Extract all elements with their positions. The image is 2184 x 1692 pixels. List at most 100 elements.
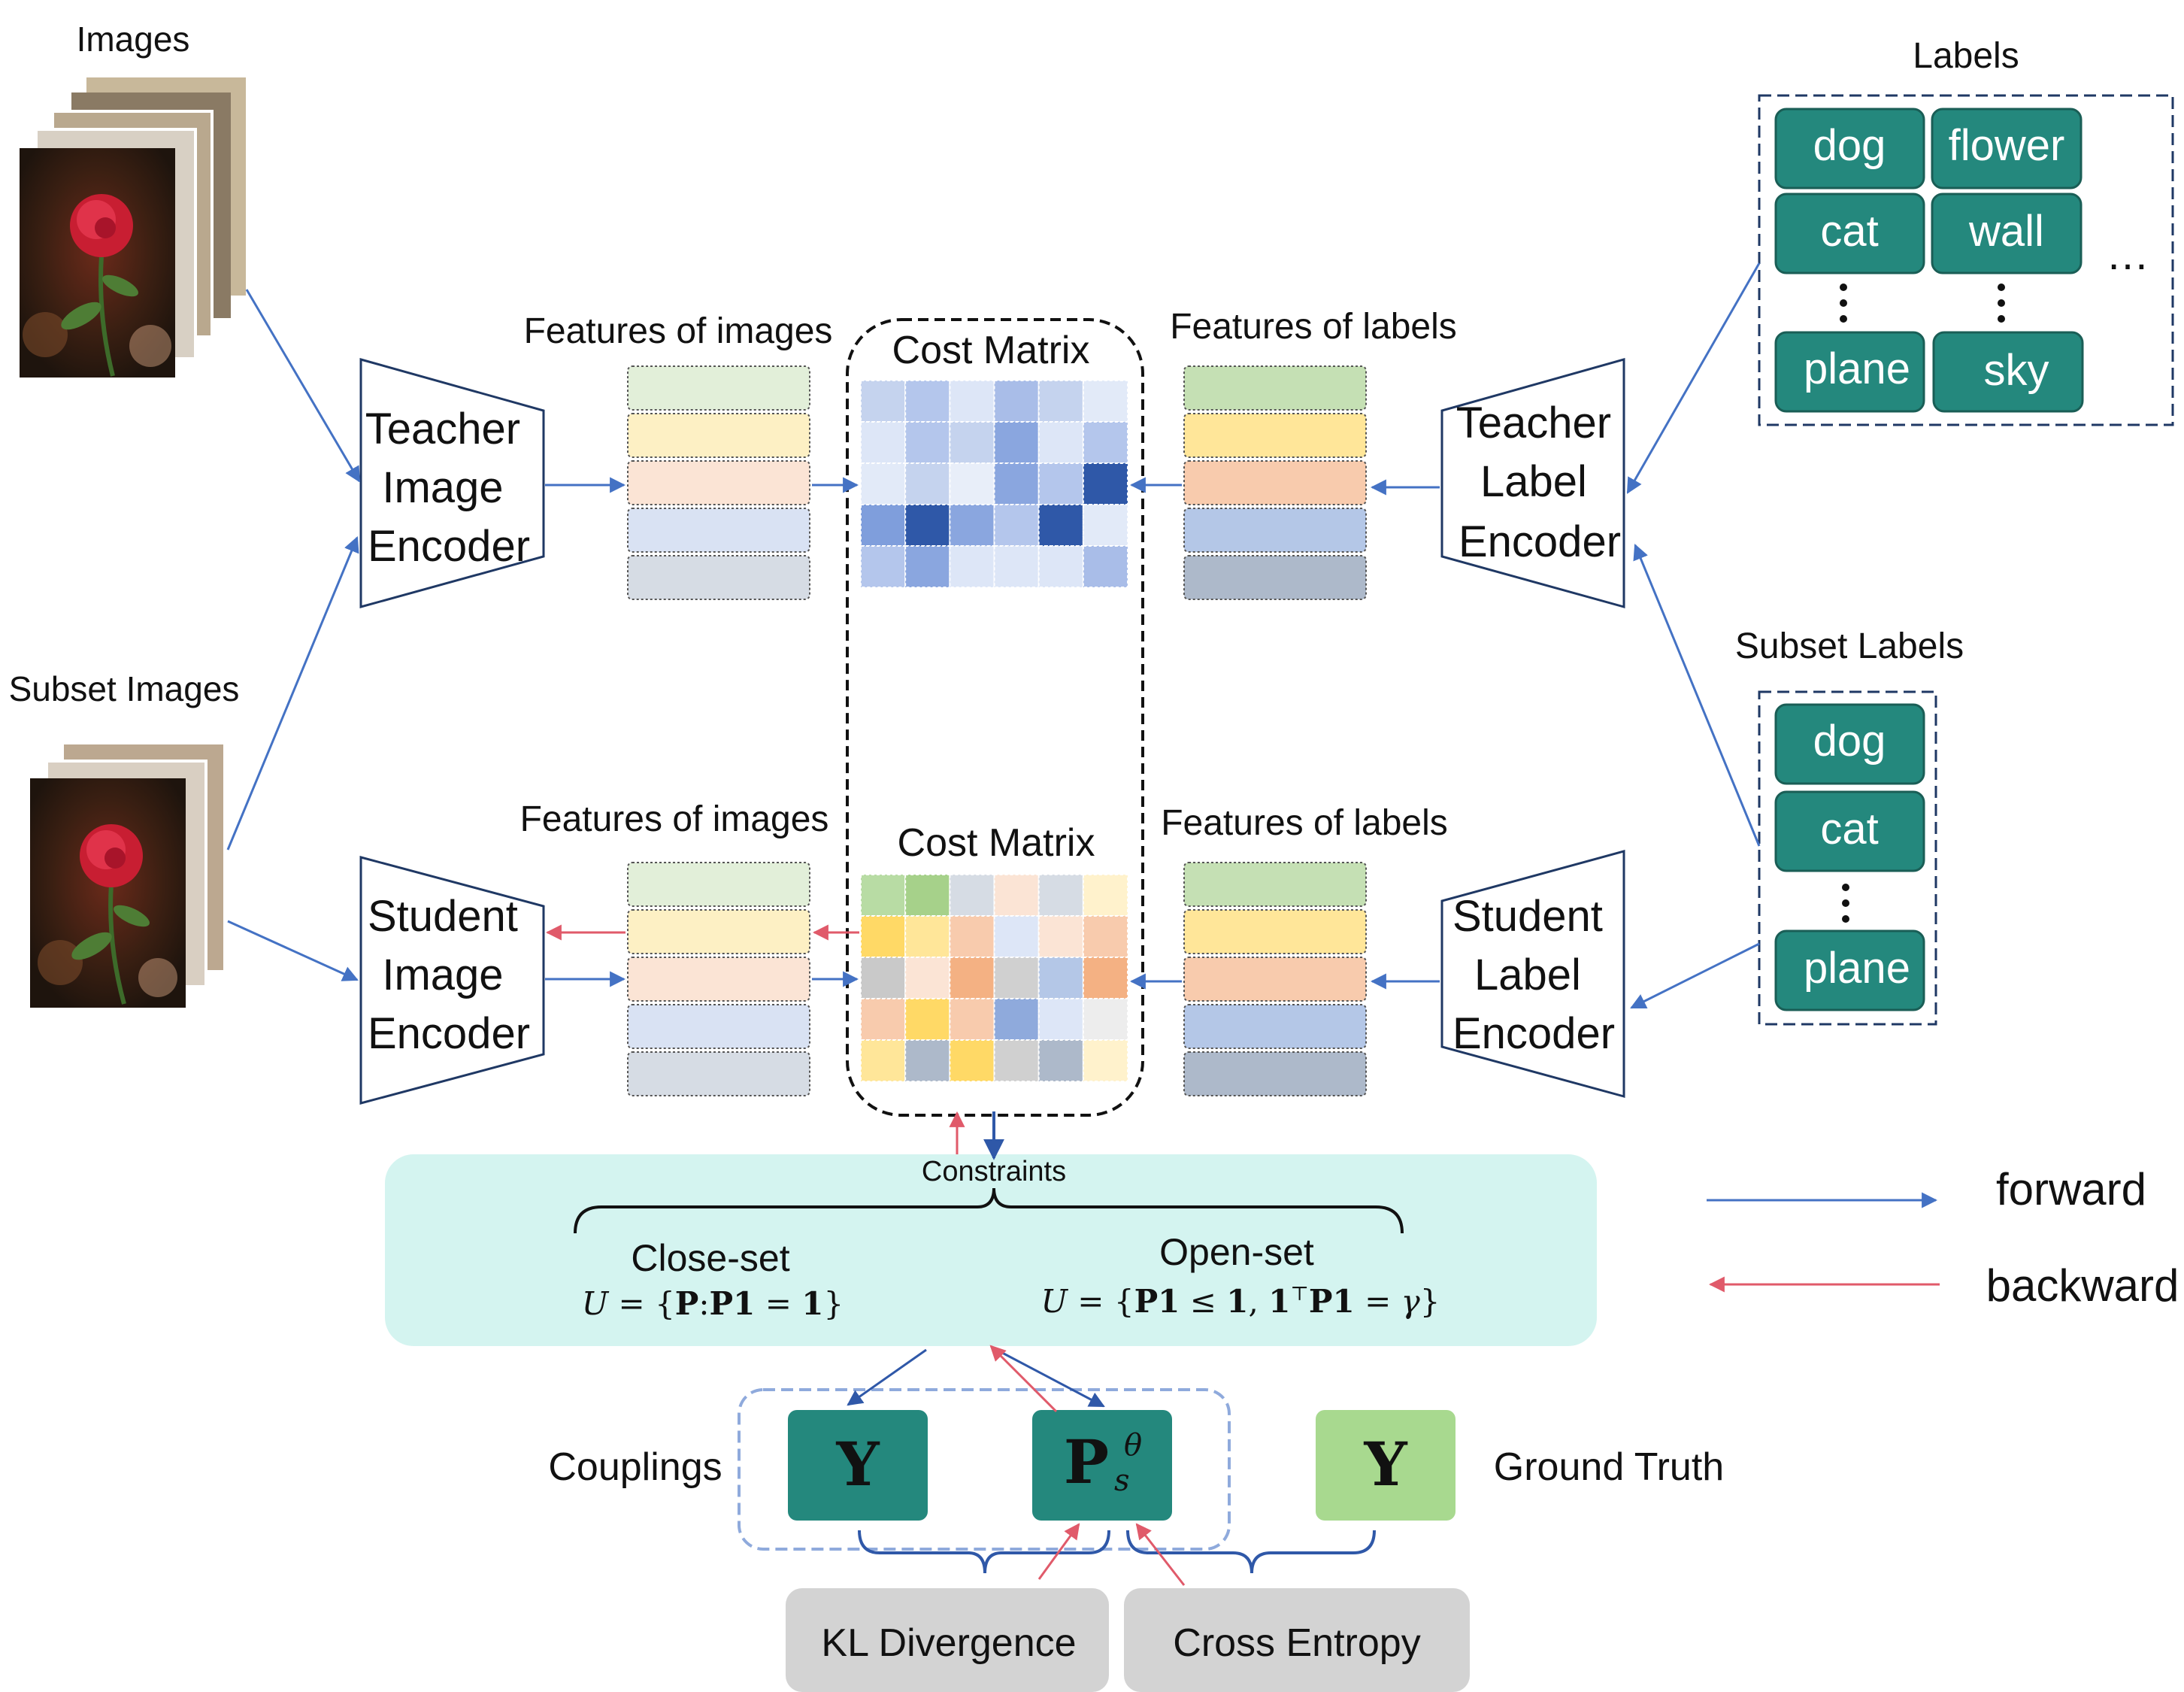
cost-matrix-cell bbox=[949, 998, 995, 1041]
svg-text:Cross Entropy: Cross Entropy bbox=[1173, 1621, 1420, 1665]
student-image-encoder: Student Image Encoder bbox=[359, 856, 545, 1105]
feature-vector bbox=[1183, 460, 1367, 505]
cost-matrix-cell bbox=[1082, 1039, 1129, 1082]
svg-text:s: s bbox=[1114, 1463, 1130, 1498]
svg-text:sky: sky bbox=[1984, 346, 2049, 395]
svg-text:KL Divergence: KL Divergence bbox=[821, 1621, 1076, 1665]
cost-matrix-cell bbox=[993, 957, 1040, 999]
cost-matrix-cell bbox=[993, 421, 1040, 464]
forward-arrows bbox=[226, 262, 1761, 1009]
cost-matrix-top bbox=[860, 380, 1129, 588]
loss-backward-arrows bbox=[1037, 1523, 1186, 1586]
svg-text:Teacher Label Enco: Teacher Label Encoder bbox=[1456, 399, 1623, 566]
feature-vector bbox=[627, 909, 810, 954]
images-stack bbox=[20, 77, 246, 378]
open-set-formula: U = {P1 ≤ 1, 1⊤P1 = γ} bbox=[1041, 1283, 1440, 1320]
cost-matrix-cell bbox=[860, 380, 907, 423]
feature-vector bbox=[1183, 555, 1367, 600]
svg-text:θ: θ bbox=[1124, 1428, 1142, 1463]
svg-text:P: P bbox=[1064, 1427, 1109, 1497]
cost-matrix-cell bbox=[860, 1039, 907, 1082]
cost-matrix-cell bbox=[949, 1039, 995, 1082]
labels-box bbox=[1758, 94, 2174, 426]
cost-matrix-cell bbox=[949, 545, 995, 588]
svg-text:plane: plane bbox=[1804, 344, 1910, 393]
cost-matrix-cell bbox=[993, 915, 1040, 958]
cost-matrix-cell bbox=[1037, 504, 1084, 547]
svg-text:Y: Y bbox=[1363, 1429, 1407, 1499]
cost-matrix-cell bbox=[904, 998, 951, 1041]
images-caption: Images bbox=[77, 20, 190, 59]
label-dog: dog bbox=[1774, 108, 1925, 190]
couplings-box bbox=[738, 1388, 1231, 1551]
cost-matrix-cell bbox=[904, 957, 951, 999]
label-wall: wall bbox=[1931, 193, 2083, 274]
rose-photo bbox=[20, 148, 175, 378]
coupling-p-box: P θ s bbox=[1032, 1410, 1172, 1521]
cost-matrix-cell bbox=[1082, 462, 1129, 505]
feature-vector bbox=[1183, 413, 1367, 458]
cost-matrix-cell bbox=[904, 462, 951, 505]
cost-matrix-cell bbox=[949, 915, 995, 958]
cost-matrix-cell bbox=[1037, 462, 1084, 505]
couplings-label: Couplings bbox=[548, 1445, 722, 1489]
feature-vector bbox=[1183, 508, 1367, 553]
features-of-labels-bottom-caption: Features of labels bbox=[1161, 803, 1448, 843]
svg-text:flower: flower bbox=[1949, 121, 2065, 170]
close-set-label: Close-set bbox=[631, 1237, 789, 1279]
coupling-y-box: Y bbox=[788, 1410, 928, 1521]
svg-text:cat: cat bbox=[1820, 207, 1878, 256]
vertical-ellipsis bbox=[1840, 284, 2005, 323]
teacher-label-encoder: Teacher Label Encoder bbox=[1440, 358, 1625, 608]
subset-labels-caption: Subset Labels bbox=[1735, 626, 1964, 666]
cost-matrix-cell bbox=[1037, 874, 1084, 917]
features-of-labels-bottom bbox=[1183, 862, 1367, 1096]
features-of-images-top-caption: Features of images bbox=[524, 311, 833, 351]
cost-matrix-cell bbox=[1037, 421, 1084, 464]
cost-matrix-cell bbox=[1082, 421, 1129, 464]
cost-matrix-cell bbox=[993, 504, 1040, 547]
cost-matrix-cell bbox=[949, 380, 995, 423]
open-set-label: Open-set bbox=[1159, 1231, 1314, 1273]
feature-vector bbox=[1183, 1051, 1367, 1096]
feature-vector bbox=[1183, 909, 1367, 954]
legend-forward-label: forward bbox=[1996, 1164, 2146, 1214]
cost-matrix-cell bbox=[860, 462, 907, 505]
feature-vector bbox=[627, 957, 810, 1002]
features-of-labels-top-caption: Features of labels bbox=[1170, 307, 1457, 347]
legend-backward-label: backward bbox=[1986, 1260, 2179, 1311]
feature-vector bbox=[627, 555, 810, 600]
subset-vertical-ellipsis bbox=[1842, 884, 1849, 923]
subset-label-cat: cat bbox=[1774, 790, 1925, 872]
ce-brace bbox=[1126, 1530, 1376, 1574]
feature-vector bbox=[1183, 1004, 1367, 1049]
feature-vector bbox=[1183, 957, 1367, 1002]
cost-matrix-cell bbox=[1037, 1039, 1084, 1082]
cost-matrix-cell bbox=[904, 380, 951, 423]
cost-matrix-cell bbox=[949, 874, 995, 917]
rose-photo bbox=[30, 778, 186, 1008]
legend: forward backward bbox=[1707, 1164, 2179, 1311]
features-of-images-bottom-caption: Features of images bbox=[520, 799, 829, 839]
cost-matrix-cell bbox=[904, 421, 951, 464]
cost-matrix-cell bbox=[1082, 380, 1129, 423]
coupling-arrows bbox=[847, 1345, 1105, 1413]
features-of-images-top bbox=[627, 365, 810, 600]
feature-vector bbox=[627, 1004, 810, 1049]
cost-matrix-cell bbox=[1082, 998, 1129, 1041]
subset-images-stack bbox=[30, 744, 223, 1008]
cost-matrix-cell bbox=[1082, 874, 1129, 917]
subset-label-dog: dog bbox=[1774, 703, 1925, 785]
constraints-title: Constraints bbox=[922, 1156, 1066, 1187]
cost-matrix-cell bbox=[1037, 957, 1084, 999]
feature-vector bbox=[1183, 862, 1367, 907]
cost-matrix-cell bbox=[904, 915, 951, 958]
cost-matrix-container bbox=[846, 318, 1144, 1117]
cost-matrix-cell bbox=[993, 874, 1040, 917]
ground-truth-y-box: Y bbox=[1316, 1410, 1455, 1521]
cost-matrix-cell bbox=[860, 421, 907, 464]
features-of-images-bottom bbox=[627, 862, 810, 1096]
labels-caption: Labels bbox=[1913, 36, 2019, 76]
close-set-formula: U = {P:P1 = 1} bbox=[582, 1285, 844, 1322]
